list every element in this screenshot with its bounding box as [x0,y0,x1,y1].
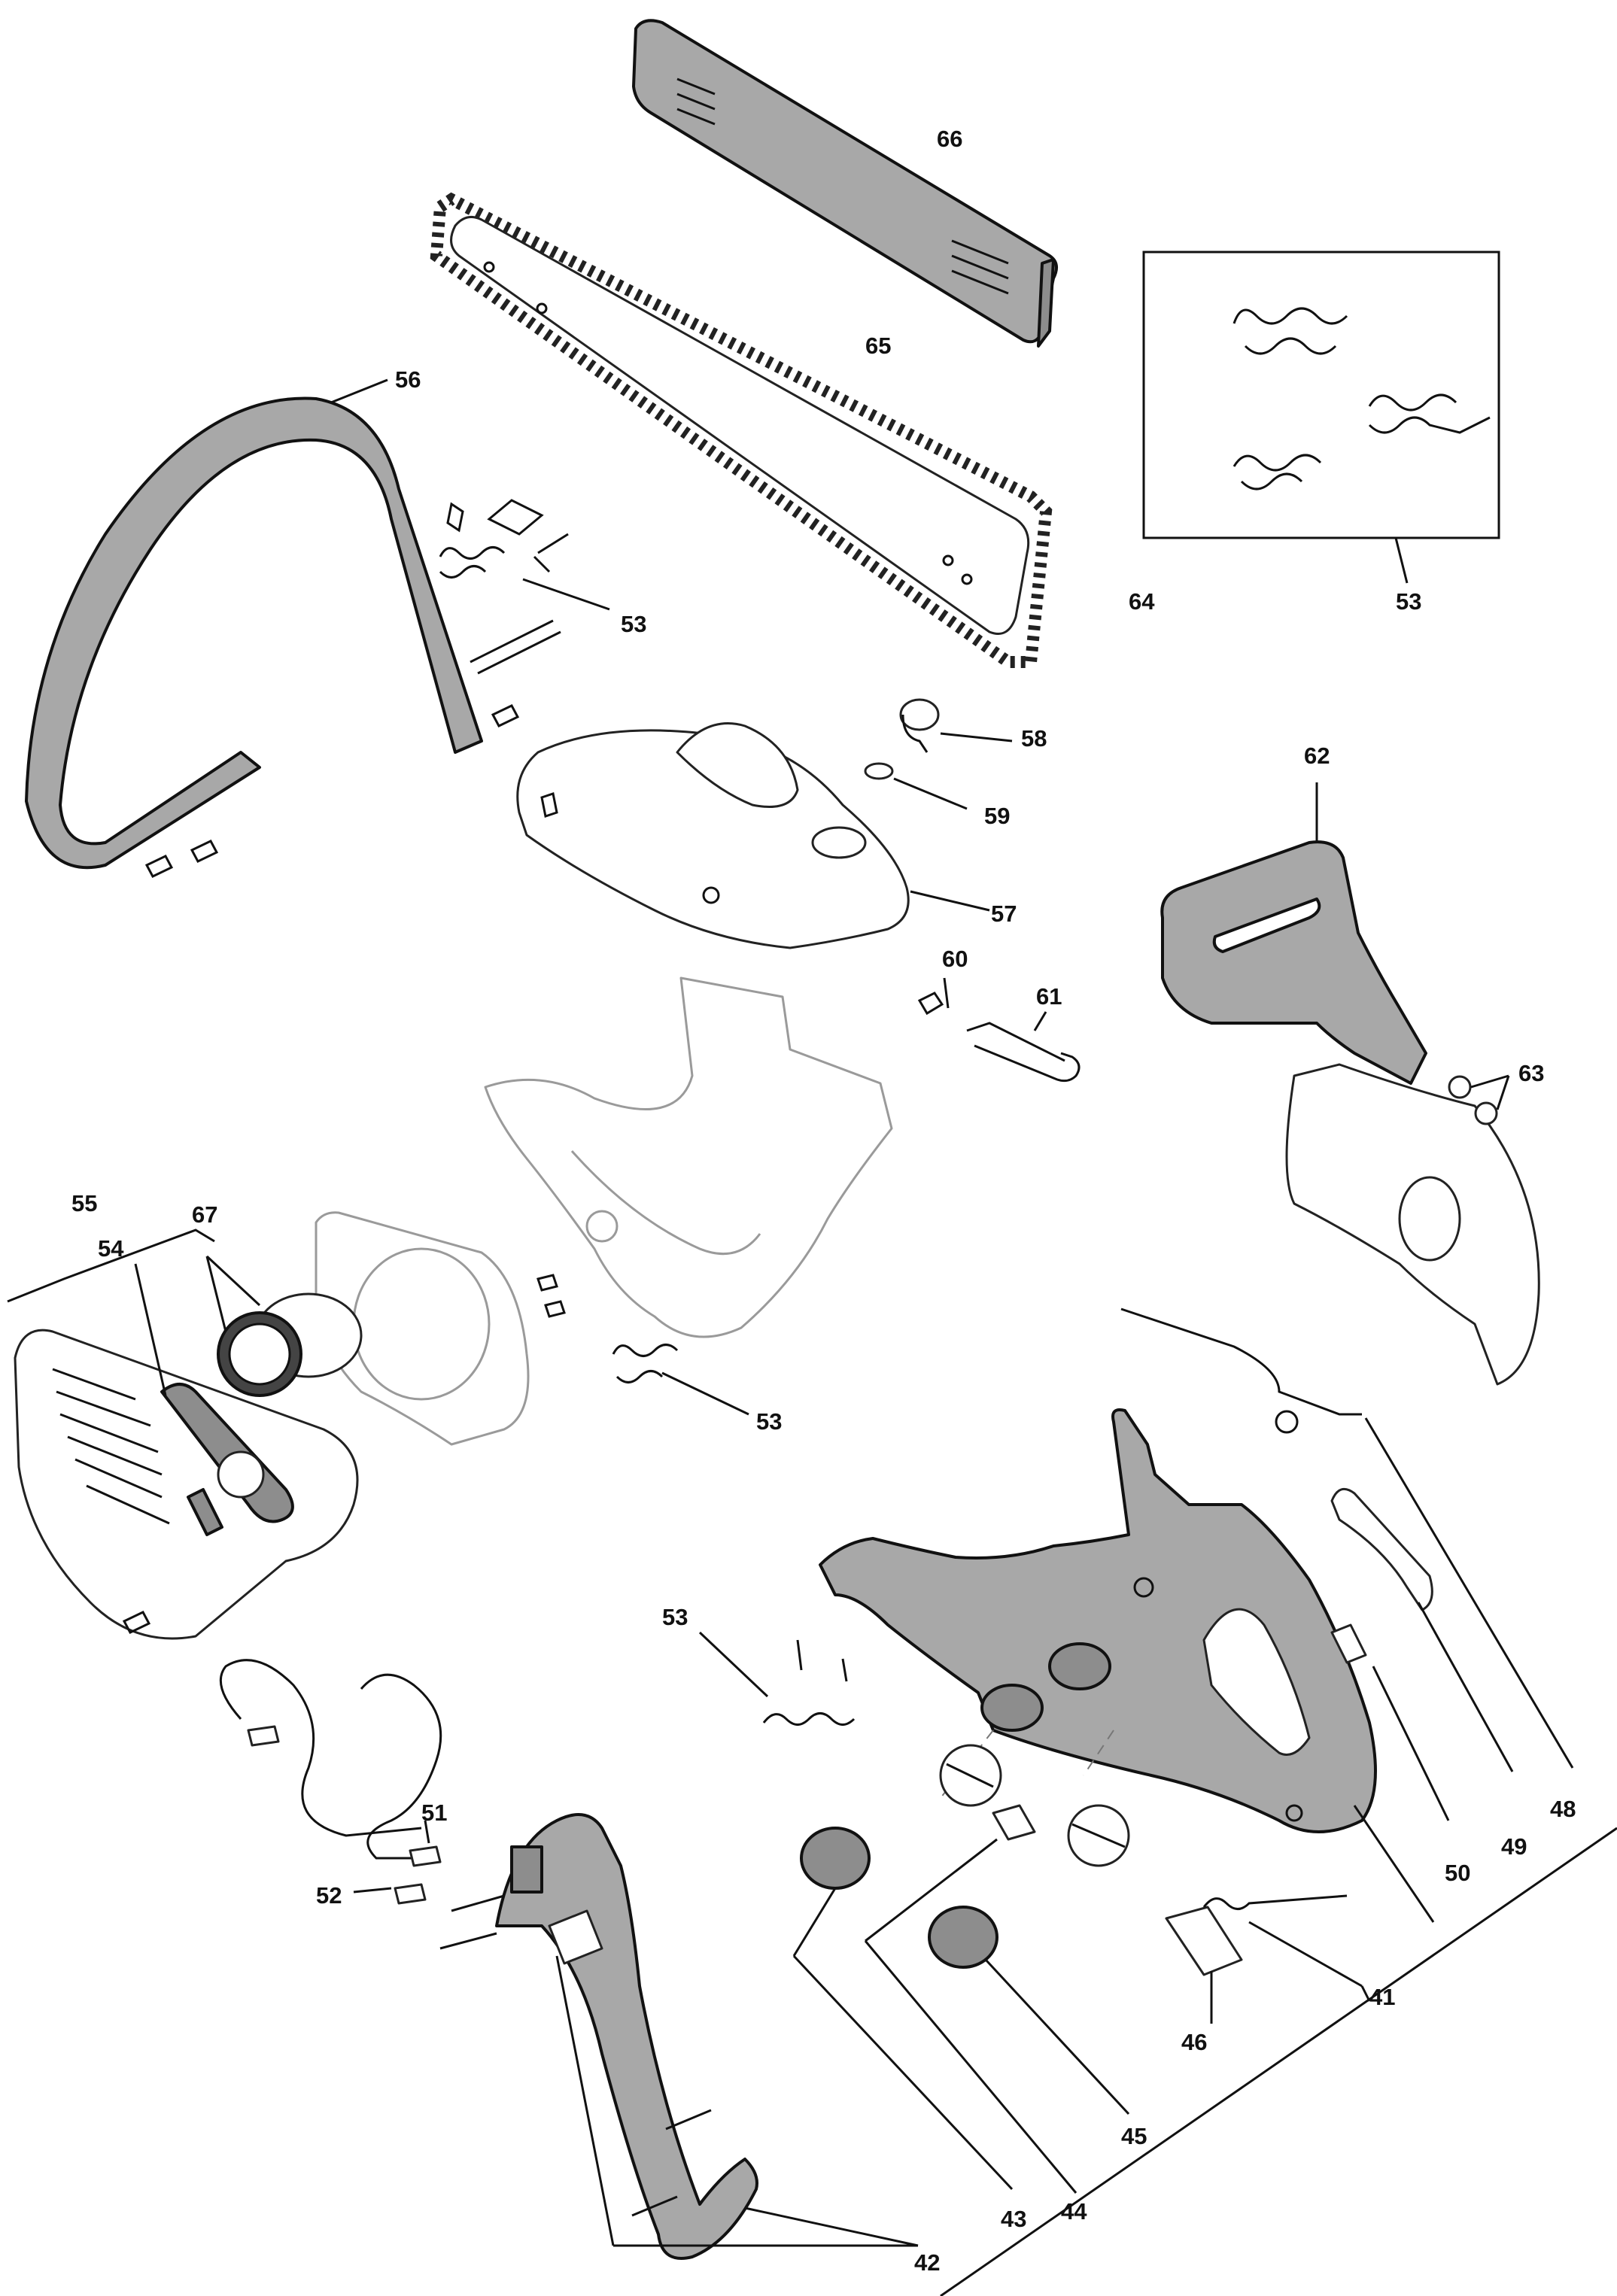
callout-53-handle: 53 [621,611,646,637]
bar-cover-part [632,19,1058,348]
callout-46: 46 [1181,2029,1207,2055]
callout-labels: 66 65 56 64 53 53 58 59 57 62 60 61 63 5… [71,126,1576,2276]
callout-66: 66 [937,126,962,152]
washer-part [864,762,968,810]
callout-64: 64 [1129,588,1155,615]
callout-56: 56 [395,366,421,393]
callout-43: 43 [1001,2206,1026,2232]
callout-54: 54 [98,1235,124,1262]
stop-switch-spring-part [1165,1894,1363,2024]
starter-assembly-part [7,1228,363,1640]
callout-44: 44 [1061,2198,1087,2225]
assembly-41-bracket [940,1827,1617,2296]
chain-tensioner-part [917,977,1081,1083]
callout-53-cover: 53 [756,1408,782,1435]
callout-60: 60 [942,946,968,972]
chain-brake-handle-part [1160,782,1540,1386]
ignition-wires-part [219,1659,442,1905]
callout-61: 61 [1036,983,1062,1010]
handle-hardware-part [144,499,610,878]
crankcase-ghost-part [484,976,893,1338]
callout-41: 41 [1369,1984,1395,2010]
front-handle-part [25,378,483,870]
callout-65: 65 [865,333,891,359]
sprocket-cover-part [516,722,990,949]
callout-52: 52 [316,1882,342,1909]
oil-filter-part [864,1804,1077,2194]
spring-kit-inset [1142,251,1500,584]
callout-51: 51 [421,1799,447,1826]
throttle-trigger-part [1330,1487,1514,1772]
throttle-cable-part [1120,1307,1574,1769]
callout-55: 55 [71,1190,97,1216]
callout-42: 42 [914,2249,940,2276]
oil-cap-part [928,1804,1130,2115]
bar-nut-knob-part [899,698,1013,753]
callout-49: 49 [1501,1833,1527,1860]
rear-handle-part [439,1813,919,2260]
callout-57: 57 [991,900,1017,927]
callout-53-inset: 53 [1396,588,1421,615]
callout-48: 48 [1550,1796,1576,1822]
guide-bar-and-chain-part [430,192,1053,668]
callout-62: 62 [1304,743,1330,769]
callout-58: 58 [1021,725,1047,752]
callout-59: 59 [984,803,1010,829]
lower-spring-part [698,1631,856,1726]
primer-bulb-part [1330,1623,1450,1821]
fan-housing-ghost-part [315,1211,566,1446]
cover-spring-part [612,1344,749,1416]
callout-63: 63 [1518,1060,1544,1086]
callout-53-lower: 53 [662,1604,688,1630]
rear-handle-housing-part [819,1408,1435,1923]
fuel-cap-part [792,1744,1014,2191]
callout-67: 67 [192,1201,217,1228]
callout-50: 50 [1445,1860,1470,1886]
callout-45: 45 [1121,2123,1147,2149]
